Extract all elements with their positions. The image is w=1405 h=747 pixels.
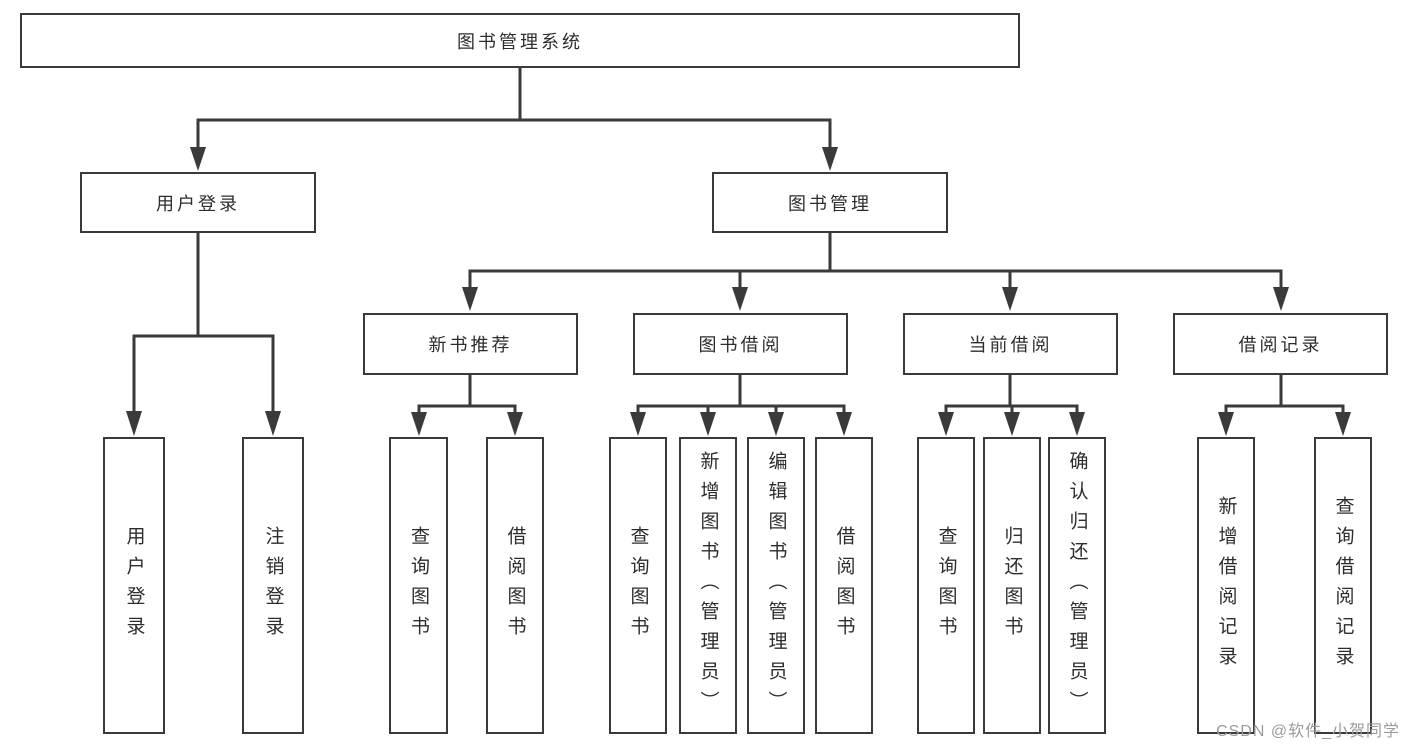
node-current-borrowing: 当前借阅	[903, 313, 1118, 375]
leaf-logout: 注销登录	[242, 437, 304, 734]
leaf-records-add-borrow-record: 新增借阅记录	[1197, 437, 1255, 734]
leaf-current-query-books: 查询图书	[917, 437, 975, 734]
watermark: CSDN @软件_小贺同学	[1216, 723, 1400, 740]
node-book-borrowing: 图书借阅	[633, 313, 848, 375]
leaf-borrow-borrow-books: 借阅图书	[815, 437, 873, 734]
leaf-current-return-books: 归还图书	[983, 437, 1041, 734]
node-borrowing-records: 借阅记录	[1173, 313, 1388, 375]
connector-user-login-children	[126, 231, 281, 436]
connector-book-borrow-children	[630, 373, 852, 436]
node-book-management: 图书管理	[712, 172, 948, 233]
leaf-user-login: 用户登录	[103, 437, 165, 734]
connector-new-book-children	[411, 373, 523, 436]
leaf-borrow-edit-books-admin: 编辑图书（管理员）	[747, 437, 805, 734]
node-user-login: 用户登录	[80, 172, 316, 233]
leaf-newbook-query-books: 查询图书	[389, 437, 448, 734]
leaf-borrow-add-books-admin: 新增图书（管理员）	[679, 437, 737, 734]
leaf-current-confirm-return-admin: 确认归还（管理员）	[1048, 437, 1106, 734]
connector-records-children	[1218, 373, 1351, 436]
leaf-borrow-query-books: 查询图书	[609, 437, 667, 734]
connector-book-management-children	[462, 231, 1289, 311]
node-new-book-recommendation: 新书推荐	[363, 313, 578, 375]
connector-current-borrow-children	[938, 373, 1085, 436]
node-root: 图书管理系统	[20, 13, 1020, 68]
leaf-newbook-borrow-books: 借阅图书	[486, 437, 544, 734]
leaf-records-query-borrow-record: 查询借阅记录	[1314, 437, 1372, 734]
connector-root-to-level2	[190, 66, 838, 171]
